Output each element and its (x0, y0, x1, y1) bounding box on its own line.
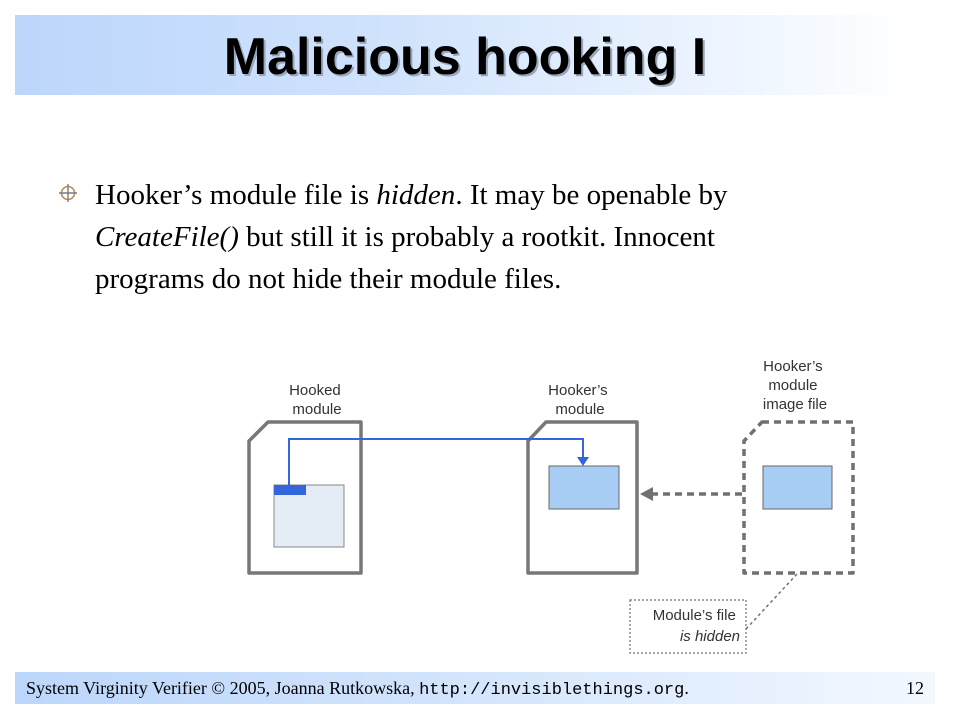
bullet-text-createfile: CreateFile() (95, 221, 239, 253)
bullet-text-part1: Hooker’s module file is (95, 179, 377, 211)
callout-pointer (745, 573, 798, 630)
bullet-text-part2: . It may be openable by (455, 179, 728, 211)
label-hookers-module: Hooker’s module (548, 382, 612, 418)
title-bar (15, 15, 915, 95)
hook-patch-marker (274, 485, 306, 495)
image-file-code (762, 465, 833, 510)
hooked-code-region (273, 484, 345, 548)
callout-box (629, 599, 747, 654)
hookers-module-code (548, 465, 620, 510)
footer-bar (15, 672, 935, 704)
bullet-text-part3: but still it is probably a rootkit. Inno… (95, 221, 715, 295)
footer-copyright: System Virginity Verifier © 2005, Joanna… (26, 678, 420, 698)
footer-text: System Virginity Verifier © 2005, Joanna… (26, 676, 689, 700)
bullet-text-hidden: hidden (376, 179, 456, 211)
bullet-text: Hooker’s module file is hidden. It may b… (95, 174, 825, 300)
load-arrowhead (640, 487, 653, 501)
crosshair-bullet-icon (59, 184, 77, 202)
hook-arrow (288, 438, 584, 485)
label-image-file: Hooker’s module image file (763, 358, 827, 413)
footer-suffix: . (684, 678, 689, 698)
page-number: 12 (906, 678, 924, 698)
slide-title: Malicious hooking I (223, 28, 707, 86)
footer-url-link[interactable]: http://invisiblethings.org (419, 681, 685, 700)
label-hooked-module: Hooked module (289, 382, 345, 418)
hook-arrowhead (577, 457, 589, 466)
callout-text: Module’s file is hidden (653, 607, 740, 645)
